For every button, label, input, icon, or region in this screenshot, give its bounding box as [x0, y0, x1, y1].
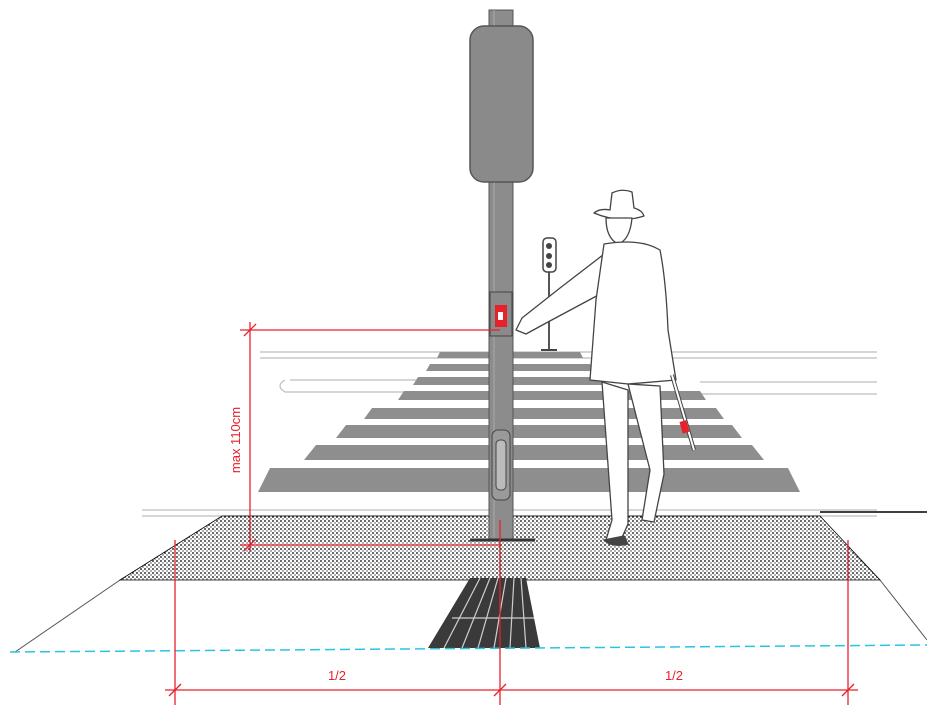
acoustic-signal-box — [491, 429, 511, 501]
far-signal-pole — [541, 237, 557, 351]
signal-head-icon — [469, 25, 534, 183]
pedestrian-figure-icon — [515, 189, 677, 546]
right-width-label: 1/2 — [665, 668, 683, 683]
left-width-label: 1/2 — [328, 668, 346, 683]
curb-edge-line — [9, 644, 927, 653]
tactile-guidance-strip — [428, 577, 540, 649]
crosswalk — [258, 352, 800, 492]
height-dimension-label: max 110cm — [228, 407, 243, 473]
push-button-icon — [489, 291, 513, 337]
sidewalk-outline — [14, 579, 927, 653]
white-cane-icon — [670, 374, 696, 451]
dimension-lines — [165, 322, 858, 705]
